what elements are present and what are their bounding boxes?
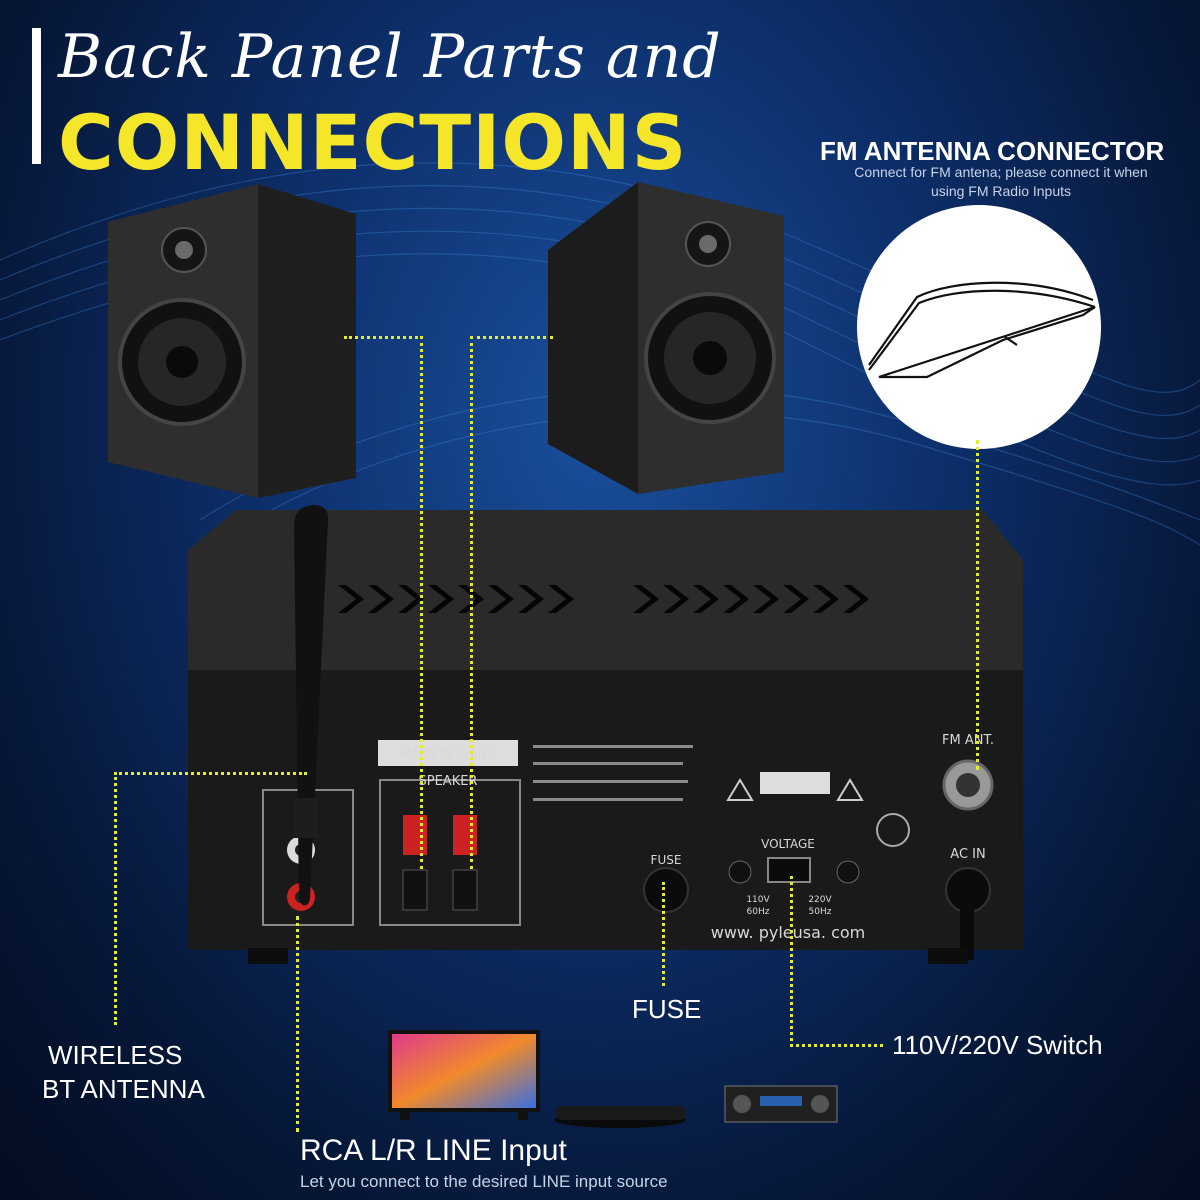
ac-in-panel-label: AC IN (950, 847, 985, 862)
fuse-label: FUSE (632, 994, 702, 1024)
fm-antenna-photo (857, 205, 1101, 449)
voltage-110-label: 110V (746, 895, 770, 905)
voltage-callout-line (790, 876, 883, 1047)
tv-icon (388, 1030, 540, 1120)
fm-ant-panel-label: FM ANT. (942, 733, 994, 748)
voltage-60hz-label: 60Hz (747, 907, 770, 917)
page-title-script: Back Panel Parts and (58, 22, 722, 92)
media-player-icon (554, 1106, 686, 1128)
speaker-panel-label: SPEAKER (419, 774, 478, 789)
wireless-callout-line (114, 772, 307, 1025)
fm-wire-antenna-icon (868, 281, 1096, 379)
title-accent-bar (32, 28, 41, 164)
wireless-label-line1: WIRELESS (48, 1040, 183, 1070)
page-title-main: CONNECTIONS (58, 98, 688, 187)
rca-callout-line (296, 916, 299, 1132)
right-speaker-callout-line (470, 336, 553, 869)
voltage-switch-label: 110V/220V Switch (892, 1030, 1103, 1060)
mini-amplifier-icon (724, 1085, 838, 1123)
amplifier-back-panel: MADE IN CHINA SPEAKER FUSE VOLTAGE 110V … (188, 510, 1023, 964)
right-bookshelf-speaker-icon (548, 182, 784, 494)
fuse-panel-label: FUSE (651, 853, 682, 867)
voltage-panel-label: VOLTAGE (761, 837, 815, 851)
bt-antenna-icon (294, 505, 329, 906)
line-input-sources (388, 1030, 838, 1128)
fm-antenna-callout-line (976, 440, 979, 770)
wireless-label-line2: BT ANTENNA (42, 1074, 205, 1104)
voltage-50hz-label: 50Hz (809, 907, 832, 917)
voltage-220-label: 220V (808, 895, 832, 905)
rca-input-title: RCA L/R LINE Input (300, 1134, 567, 1167)
left-bookshelf-speaker-icon (108, 184, 356, 498)
website-label: www. pyleusa. com (711, 923, 866, 942)
fm-antenna-title: FM ANTENNA CONNECTOR (820, 136, 1165, 166)
fm-antenna-description: Connect for FM antena; please connect it… (854, 164, 1148, 199)
fuse-callout-line (662, 882, 665, 986)
left-speaker-callout-line (344, 336, 423, 869)
rca-input-description: Let you connect to the desired LINE inpu… (300, 1172, 668, 1191)
